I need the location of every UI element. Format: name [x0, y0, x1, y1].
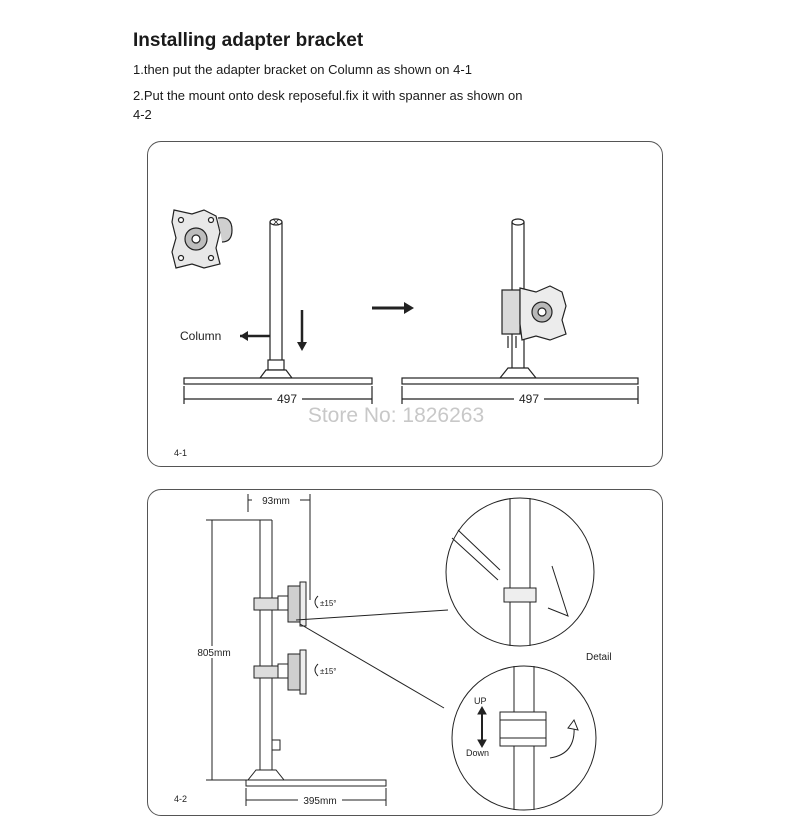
left-column-pole — [258, 218, 294, 379]
store-watermark: Store No: 1826263 — [308, 404, 484, 427]
lower-arm-bracket — [253, 649, 307, 695]
instruction-step-1: 1.then put the adapter bracket on Column… — [133, 62, 472, 77]
column-label: Column — [180, 329, 221, 343]
detail-circle-upper — [445, 497, 595, 647]
base-width-label: 395mm — [303, 796, 336, 807]
page-title: Installing adapter bracket — [133, 30, 364, 51]
tilt-arc-top — [314, 595, 319, 609]
figure-label-4-2: 4-2 — [174, 794, 187, 804]
mounted-adapter-bracket — [501, 285, 567, 348]
clamp-knob — [271, 739, 281, 751]
mount-pole — [259, 519, 273, 770]
adapter-bracket-part — [171, 209, 233, 269]
width-label-right: 497 — [519, 392, 539, 406]
figure-4-2-panel: 93mm 805mm 395mm ±15° ±15° Detail UP Dow… — [147, 489, 663, 816]
upper-arm-bracket — [253, 581, 307, 627]
offset-label: 93mm — [262, 496, 290, 507]
tilt-arc-bottom — [314, 663, 319, 677]
direction-arrow-head — [404, 302, 414, 314]
figure-label-4-1: 4-1 — [174, 448, 187, 458]
figure-4-1-panel: Column 497 497 Store No: 1826263 4-1 — [147, 141, 663, 467]
height-label: 805mm — [197, 648, 230, 659]
figure-4-1-drawing: Column 497 497 Store No: 1826263 4-1 — [171, 209, 639, 458]
detail-label: Detail — [586, 652, 612, 663]
width-label-left: 497 — [277, 392, 297, 406]
instruction-step-2: 2.Put the mount onto desk reposeful.fix … — [133, 88, 523, 122]
up-label: UP — [474, 696, 487, 706]
tilt-label-top: ±15° — [320, 599, 337, 608]
column-arrow-head — [240, 331, 248, 341]
tilt-label-bottom: ±15° — [320, 667, 337, 676]
down-label: Down — [466, 748, 489, 758]
figure-4-2-drawing: 93mm 805mm 395mm ±15° ±15° Detail UP Dow… — [174, 494, 612, 811]
down-arrow-head — [297, 342, 307, 351]
detail-circle-lower — [451, 665, 597, 811]
